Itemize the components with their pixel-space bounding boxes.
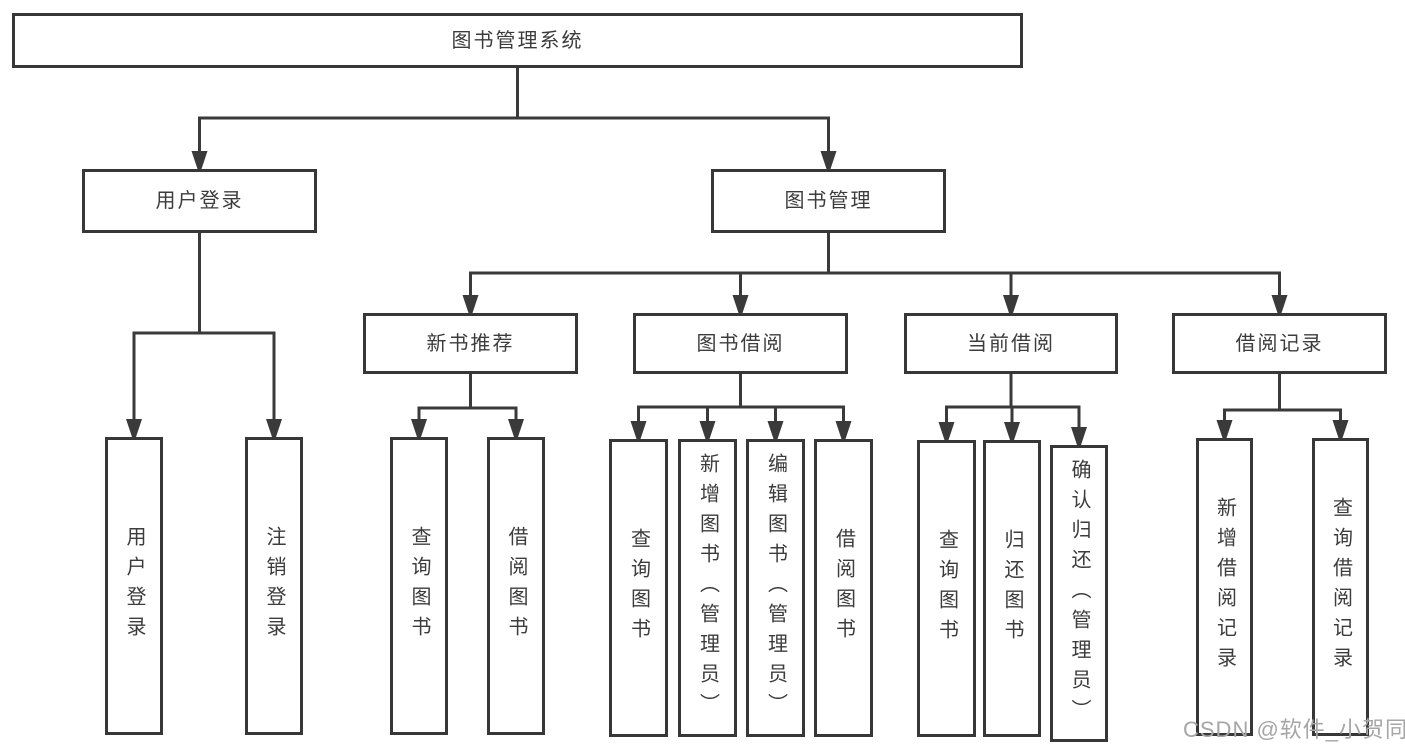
leaf-query-books: 查询图书 [917, 440, 976, 737]
leaf-edit-book-admin: 编辑图书（管理员） [746, 439, 805, 737]
connector-current-to-leaves [938, 374, 1087, 451]
leaf-borrow-books: 借阅图书 [814, 439, 873, 737]
leaf-return-books: 归还图书 [983, 440, 1041, 737]
leaf-logout: 注销登录 [245, 437, 303, 735]
connector-borrow-to-leaves [630, 374, 852, 445]
leaf-confirm-return-admin: 确认归还（管理员） [1050, 445, 1108, 742]
connector-login-to-leaves [126, 233, 282, 443]
leaf-borrow-books: 借阅图书 [487, 437, 545, 735]
node-book-borrow: 图书借阅 [633, 313, 848, 374]
node-user-login: 用户登录 [82, 169, 317, 233]
leaf-query-books: 查询图书 [390, 437, 448, 735]
node-book-management: 图书管理 [711, 169, 946, 233]
csdn-watermark: CSDN @软件_小贺同学 [1183, 717, 1405, 742]
node-new-book-recommend: 新书推荐 [363, 313, 578, 374]
leaf-add-book-admin: 新增图书（管理员） [678, 439, 737, 737]
connector-recommend-to-leaves [411, 374, 524, 443]
leaf-user-login: 用户登录 [105, 437, 163, 735]
connector-records-to-leaves [1216, 374, 1349, 444]
leaf-query-books: 查询图书 [609, 439, 668, 737]
leaf-add-borrow-record: 新增借阅记录 [1196, 438, 1253, 736]
connector-management-to-level3 [462, 233, 1288, 319]
leaf-query-borrow-record: 查询借阅记录 [1312, 438, 1369, 736]
node-library-management-system: 图书管理系统 [12, 13, 1023, 68]
node-current-borrow: 当前借阅 [904, 313, 1118, 374]
connector-root-to-level2 [191, 68, 837, 175]
node-borrow-records: 借阅记录 [1172, 313, 1387, 374]
